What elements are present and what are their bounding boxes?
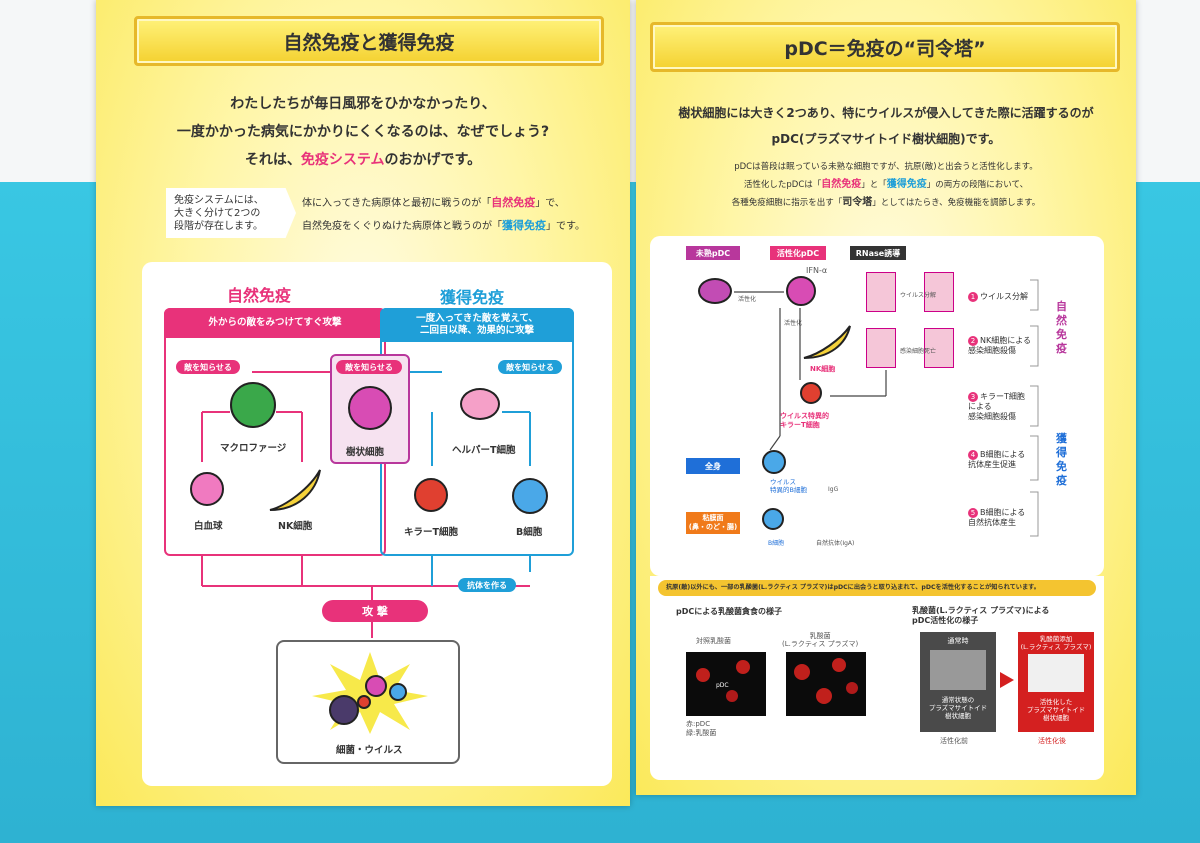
before-label: 活性化前 — [940, 737, 968, 745]
lactis-label: 乳酸菌 (L.ラクティス プラズマ) — [782, 632, 859, 648]
side-innate-label: 自然免疫 — [1056, 300, 1067, 355]
dendritic-label: 樹状細胞 — [346, 447, 385, 458]
b-cell-label: B細胞 — [768, 540, 785, 547]
white-blood-cell — [190, 472, 224, 506]
b-cell — [512, 478, 548, 514]
normal-state-box: 通常時 通常状態の プラズマサイトイド 樹状細胞 — [920, 632, 996, 732]
active-pdc-cell — [786, 276, 816, 306]
helper-t-cell — [460, 388, 500, 420]
decomposed-cluster-1 — [924, 272, 954, 312]
notify-label-2: 敵を知らせる — [336, 360, 402, 374]
decomposed-cluster-2 — [924, 328, 954, 368]
nk-cell-icon — [269, 469, 321, 511]
tag-immature-pdc: 未熟pDC — [686, 246, 740, 260]
whole-body-tag: 全身 — [686, 458, 740, 474]
innate-box-header: 外からの敵をみつけてすぐ攻撃 — [164, 308, 386, 338]
after-label: 活性化後 — [1038, 737, 1066, 745]
attack-label: 攻 撃 — [322, 600, 428, 622]
ifn-label: IFN-α — [806, 266, 828, 275]
virus-b-cell — [762, 450, 786, 474]
killer-t-cell — [800, 382, 822, 404]
sub-right-heading: 乳酸菌(L.ラクティス プラズマ)による pDC活性化の様子 — [912, 606, 1050, 625]
poster-title: pDC＝免疫の“司令塔” — [650, 22, 1120, 72]
white-blood-label: 白血球 — [194, 521, 223, 532]
macrophage-label: マクロファージ — [220, 443, 287, 454]
pdc-marker: pDC — [716, 682, 729, 689]
tag-active-pdc: 活性化pDC — [770, 246, 826, 260]
arrow-right-icon — [1000, 672, 1014, 688]
notify-label-3: 敵を知らせる — [498, 360, 562, 374]
acquired-heading: 獲得免疫 — [440, 288, 505, 307]
igg-label: IgG — [828, 486, 839, 493]
b-cell-label: B細胞 — [516, 527, 543, 538]
activated-state-box: 乳酸菌添加 (L.ラクティス プラズマ) 活性化した プラズマサイトイド 樹状細… — [1018, 632, 1094, 732]
stain-legend: 赤:pDC 緑:乳酸菌 — [686, 720, 717, 737]
tag-rnase: RNase誘導 — [850, 246, 906, 260]
natural-antibody-label: 自然抗体(IgA) — [816, 540, 855, 547]
killer-t-label: キラーT細胞 — [404, 527, 458, 538]
poster-title: 自然免疫と獲得免疫 — [134, 16, 604, 66]
side-acquired-label: 獲得免疫 — [1056, 432, 1067, 487]
battle-burst-icon — [312, 652, 428, 734]
bacteria-virus-label: 細菌・ウイルス — [336, 745, 403, 756]
bacteria-virus-box: 細菌・ウイルス — [276, 640, 460, 764]
lactic-acid-section: 抗原(敵)以外にも、一部の乳酸菌(L.ラクティス プラズマ)はpDCに出会うと取… — [650, 576, 1104, 780]
acquired-box-header: 一度入ってきた敵を覚えて、 二回目以降、効果的に攻撃 — [380, 308, 574, 342]
macrophage-cell — [230, 382, 276, 428]
mucosa-tag: 粘膜面 (鼻・のど・腸) — [686, 512, 740, 534]
nk-label: NK細胞 — [810, 365, 836, 373]
activation-label-2: 活性化 — [784, 320, 803, 327]
nk-cell-icon — [803, 325, 851, 359]
poster-pdc: pDC＝免疫の“司令塔” 樹状細胞には大きく2つあり、特にウイルスが侵入してきた… — [636, 0, 1136, 795]
antibody-label: 抗体を作る — [458, 578, 516, 592]
infected-death-label: 感染細胞死亡 — [900, 348, 937, 355]
notify-label-1: 敵を知らせる — [176, 360, 240, 374]
pdc-mechanism-diagram: 未熟pDC 活性化pDC RNase誘導 活性化 IFN-α ウイルス分解 活性… — [650, 236, 1104, 576]
intro-paragraph: わたしたちが毎日風邪をひかなかったり、 一度かかった病気にかかりにくくなるのは、… — [176, 96, 550, 168]
helper-t-label: ヘルパーT細胞 — [452, 445, 516, 456]
lactic-banner: 抗原(敵)以外にも、一部の乳酸菌(L.ラクティス プラズマ)はpDCに出会うと取… — [658, 580, 1096, 596]
poster-innate-acquired: 自然免疫と獲得免疫 わたしたちが毎日風邪をひかなかったり、 一度かかった病気にか… — [96, 0, 630, 806]
virus-cluster-1 — [866, 272, 896, 312]
control-microscope-image: pDC — [686, 652, 766, 716]
virus-b-label: ウイルス 特異的B細胞 — [770, 478, 807, 494]
virus-cluster-2 — [866, 328, 896, 368]
virus-killer-label: ウイルス特異的 キラーT細胞 — [780, 412, 829, 429]
note-callout: 免疫システムには、 大きく分けて2つの 段階が存在します。 — [166, 188, 296, 238]
immature-pdc-cell — [698, 278, 732, 304]
b-cell-mucosa — [762, 508, 784, 530]
nk-cell-label: NK細胞 — [278, 521, 313, 532]
flow-arrows — [201, 371, 531, 638]
lactis-microscope-image — [786, 652, 866, 716]
control-label: 対照乳酸菌 — [696, 637, 731, 645]
pdc-description: pDCは普段は眠っている未熟な細胞ですが、抗原(敵)と出会うと活性化します。 活… — [731, 162, 1041, 208]
killer-t-cell — [414, 478, 448, 512]
immunity-description: 体に入ってきた病原体と最初に戦うのが「自然免疫」で、 自然免疫をくぐりぬけた病原… — [302, 196, 585, 232]
sub-left-heading: pDCによる乳酸菌貪食の様子 — [676, 607, 782, 616]
intro-paragraph: 樹状細胞には大きく2つあり、特にウイルスが侵入してきた際に活躍するのが pDC(… — [678, 106, 1094, 146]
mechanism-arrows — [734, 279, 1039, 537]
dendritic-cell — [348, 386, 392, 430]
virus-decomp-label: ウイルス分解 — [900, 292, 937, 299]
immunity-diagram: 自然免疫 獲得免疫 外からの敵をみつけてすぐ攻撃 一度入ってきた敵を覚えて、 二… — [142, 262, 612, 786]
innate-heading: 自然免疫 — [227, 286, 292, 305]
activation-label-1: 活性化 — [738, 296, 757, 303]
